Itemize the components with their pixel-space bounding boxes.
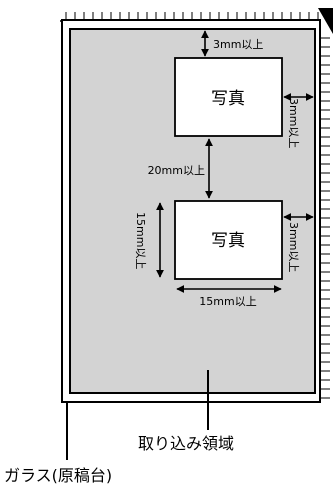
right-margin-label-1: 3mm以上 <box>287 98 300 148</box>
min-height-label: 15mm以上 <box>134 212 147 269</box>
photo-2 <box>174 200 283 280</box>
photo-2-label: 写真 <box>211 231 245 251</box>
glass-caption: ガラス(原稿台) <box>4 466 112 485</box>
right-margin-label-2: 3mm以上 <box>287 222 300 272</box>
min-width-label: 15mm以上 <box>199 295 256 308</box>
scan-area-caption: 取り込み領域 <box>138 434 234 453</box>
photo-1-label: 写真 <box>211 89 245 109</box>
corner-marker-icon <box>318 8 333 34</box>
top-margin-label: 3mm以上 <box>213 38 263 51</box>
photo-1 <box>174 57 283 137</box>
gap-label: 20mm以上 <box>148 164 205 177</box>
